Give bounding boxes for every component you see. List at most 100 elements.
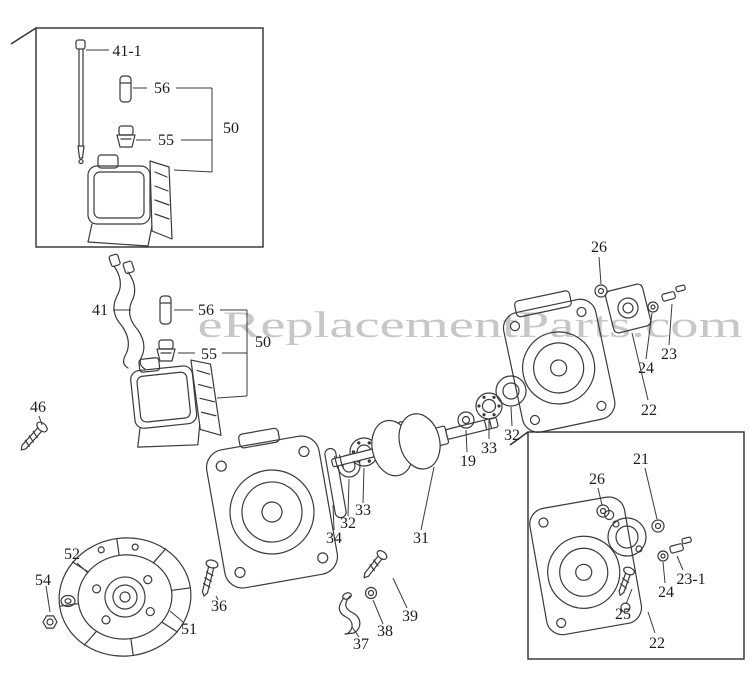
label-22-inset: 22: [649, 635, 665, 652]
flywheel-part: [58, 537, 192, 657]
label-41-1: 41-1: [112, 43, 141, 60]
label-41: 41: [92, 302, 108, 319]
callout-39: 39: [392, 577, 418, 625]
label-46: 46: [30, 399, 46, 416]
callout-21: 21: [633, 451, 658, 520]
seal-32-right-part: [495, 375, 527, 407]
callout-36: 36: [211, 595, 227, 615]
pump-cover-part: [607, 517, 647, 557]
inset-box-bottom: [509, 431, 745, 660]
washer-24-inset-part: [657, 550, 669, 562]
label-51: 51: [181, 621, 197, 638]
label-32-right: 32: [504, 427, 520, 444]
ignition-lead-wires: [108, 253, 146, 370]
inset-box-top: [10, 27, 264, 248]
screw-39-part: [363, 550, 388, 579]
clip-23-1-part: [669, 536, 692, 554]
ignition-coil-assembly: [130, 357, 222, 448]
crankcase-half-left-part: [205, 427, 339, 589]
label-26-top: 26: [591, 239, 607, 256]
label-55-inset: 55: [158, 132, 174, 149]
label-24-inset: 24: [658, 584, 674, 601]
gasket-34-part: [324, 447, 347, 519]
callout-23: 23: [661, 303, 677, 363]
label-31: 31: [413, 530, 429, 547]
screw-46-part: [20, 421, 48, 451]
watermark-text: eReplacementParts.com: [198, 305, 743, 346]
label-55: 55: [201, 346, 217, 363]
callout-46: 46: [30, 399, 46, 426]
callout-32-left: 32: [340, 478, 356, 532]
bearing-33-right-part: [475, 392, 503, 420]
callout-33-right: 33: [481, 420, 497, 457]
high-tension-lead-part: [75, 39, 86, 165]
callout-38: 38: [372, 599, 393, 640]
screw-25-part: [618, 566, 635, 597]
callout-55-inset: 55: [136, 132, 212, 149]
callout-25: 25: [615, 588, 633, 623]
callout-52: 52: [64, 546, 89, 574]
callout-34: 34: [326, 504, 342, 547]
callout-31: 31: [413, 466, 435, 547]
callout-37: 37: [351, 626, 369, 653]
callout-23-1: 23-1: [676, 555, 706, 588]
label-34: 34: [326, 530, 342, 547]
callout-55: 55: [178, 346, 247, 363]
washer-38-part: [364, 586, 378, 600]
label-54: 54: [35, 572, 51, 589]
label-33-left: 33: [355, 502, 371, 519]
screw-36-part: [201, 559, 219, 597]
callout-22-inset: 22: [647, 611, 665, 652]
callout-19: 19: [460, 429, 476, 470]
label-21: 21: [633, 451, 649, 468]
label-19: 19: [460, 453, 476, 470]
label-52: 52: [64, 546, 80, 563]
callout-56: 56: [174, 302, 247, 319]
callout-26-inset: 26: [589, 471, 605, 506]
label-37: 37: [353, 636, 369, 653]
breather-tube-37-part: [338, 592, 361, 635]
callout-41: 41: [92, 302, 131, 319]
callout-56-inset: 56: [133, 80, 212, 97]
washer-21-part: [651, 519, 665, 533]
callout-54: 54: [35, 572, 51, 613]
flywheel-nut-washer-part: [42, 594, 76, 629]
label-56: 56: [198, 302, 214, 319]
washer-19-part: [457, 411, 475, 429]
label-25: 25: [615, 606, 631, 623]
label-50-inset: 50: [223, 120, 239, 137]
crankcase-cover-part: [529, 496, 643, 636]
label-39: 39: [402, 608, 418, 625]
label-33-right: 33: [481, 440, 497, 457]
label-56-inset: 56: [154, 80, 170, 97]
callout-50-inset: 50: [173, 88, 239, 173]
label-38: 38: [377, 623, 393, 640]
label-36: 36: [211, 598, 227, 615]
label-23-1: 23-1: [676, 571, 705, 588]
crankcase-half-right-part: [502, 290, 616, 433]
grommet-part-main: [156, 339, 176, 362]
crankshaft-part: [331, 413, 499, 477]
washer-26-top-part: [594, 284, 608, 298]
spacer-22-part: [604, 283, 652, 334]
callout-32-right: 32: [504, 406, 520, 444]
callout-26-top: 26: [591, 239, 607, 285]
label-26-inset: 26: [589, 471, 605, 488]
label-50: 50: [255, 334, 271, 351]
label-32-left: 32: [340, 515, 356, 532]
callout-50: 50: [216, 310, 271, 399]
grommet-part-inset: [116, 125, 136, 148]
label-23: 23: [661, 346, 677, 363]
callout-51: 51: [169, 610, 197, 638]
callout-33-left: 33: [355, 467, 371, 519]
ignition-coil-assembly-inset: [87, 154, 173, 247]
label-22: 22: [641, 402, 657, 419]
callout-24-inset: 24: [658, 561, 674, 601]
clip-23-part: [661, 284, 686, 302]
cap-part-main: [159, 295, 172, 325]
callout-22: 22: [631, 332, 657, 419]
washer-24-top-part: [647, 301, 659, 313]
cap-part-inset: [119, 75, 132, 103]
